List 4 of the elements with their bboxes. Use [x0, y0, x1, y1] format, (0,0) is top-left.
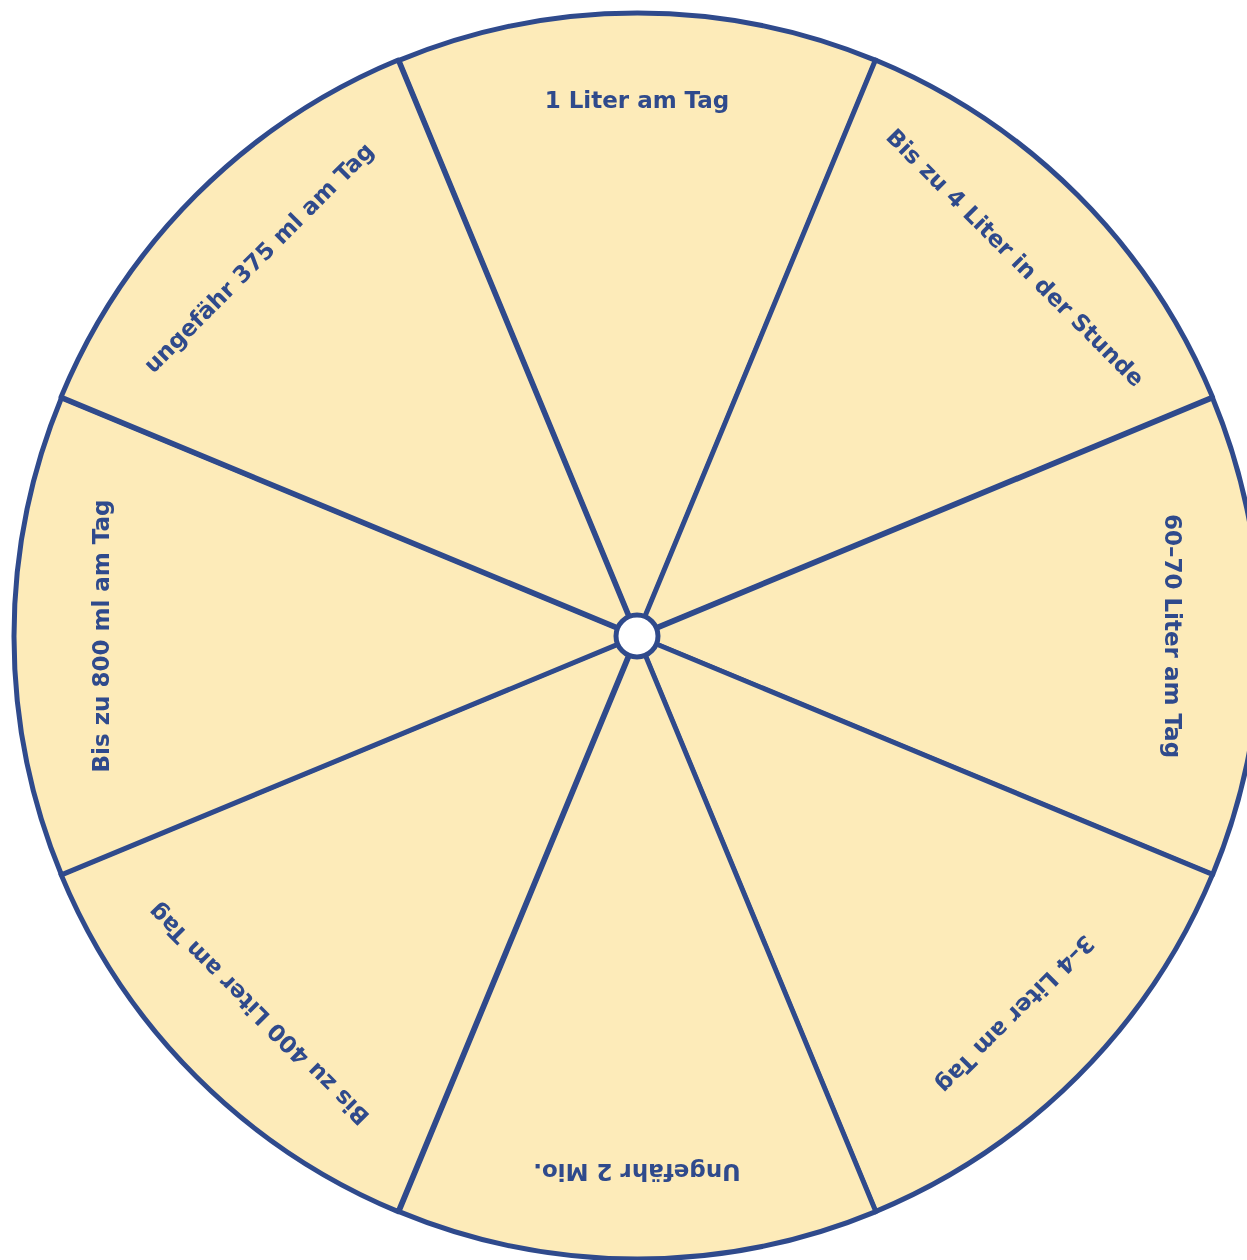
segment-label: 1 Liter am Tag	[544, 88, 730, 114]
segment-label: Bis zu 800 ml am Tag	[89, 499, 115, 773]
segment-label: 60–70 Liter am Tag	[1159, 513, 1185, 759]
segment-label: Ungefähr 2 Mio.	[533, 1158, 741, 1184]
